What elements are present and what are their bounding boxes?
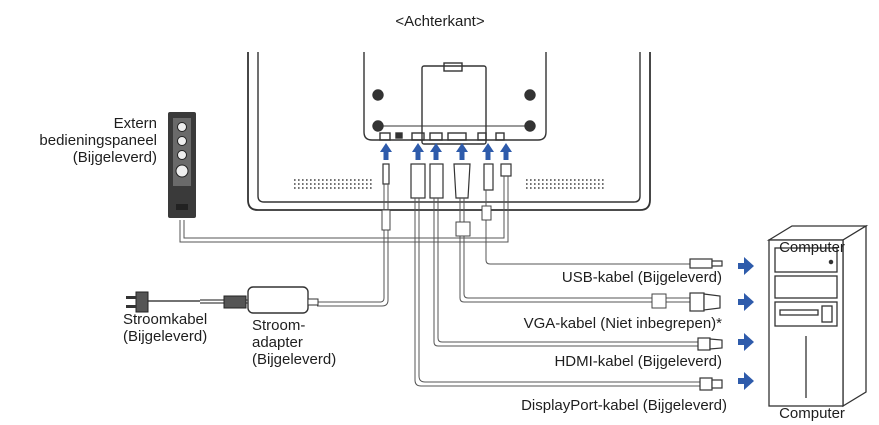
- cable-plugs: [382, 163, 512, 199]
- label-computer-bottom: Computer: [779, 405, 845, 422]
- cables: [179, 176, 700, 387]
- title: <Achterkant>: [395, 13, 484, 30]
- power-plug: [126, 291, 200, 313]
- arrow-up-power: [380, 143, 392, 160]
- arrow-right-dp: [738, 372, 754, 390]
- vent-left: [294, 179, 372, 189]
- external-control-panel: [168, 112, 196, 218]
- port-arrows: [380, 143, 754, 390]
- label-adapter-2: adapter: [252, 334, 303, 351]
- label-panel-1: Extern: [114, 115, 157, 132]
- monitor-back: [247, 52, 651, 211]
- end-connectors: [689, 258, 723, 391]
- label-power-cable-1: Stroomkabel: [123, 311, 207, 328]
- arrow-up-panel: [500, 143, 512, 160]
- arrow-right-vga: [738, 293, 754, 311]
- label-power-cable-2: (Bijgeleverd): [123, 328, 207, 345]
- label-computer-top: Computer: [779, 239, 845, 256]
- label-usb: USB-kabel (Bijgeleverd): [562, 269, 722, 286]
- arrow-up-usb: [482, 143, 494, 160]
- computer-tower: [766, 224, 869, 408]
- label-vga: VGA-kabel (Niet inbegrepen)*: [524, 315, 723, 332]
- label-panel-2: bedieningspaneel: [39, 132, 157, 149]
- label-adapter-3: (Bijgeleverd): [252, 351, 336, 368]
- arrow-right-hdmi: [738, 333, 754, 351]
- arrow-up-dp: [412, 143, 424, 160]
- label-displayport: DisplayPort-kabel (Bijgeleverd): [521, 397, 727, 414]
- label-adapter-1: Stroom-: [252, 317, 305, 334]
- vent-right: [526, 179, 606, 189]
- label-hdmi: HDMI-kabel (Bijgeleverd): [554, 353, 722, 370]
- label-panel-3: (Bijgeleverd): [73, 149, 157, 166]
- arrow-up-vga: [456, 143, 468, 160]
- arrow-up-hdmi: [430, 143, 442, 160]
- arrow-right-usb: [738, 257, 754, 275]
- power-adapter: [200, 286, 319, 314]
